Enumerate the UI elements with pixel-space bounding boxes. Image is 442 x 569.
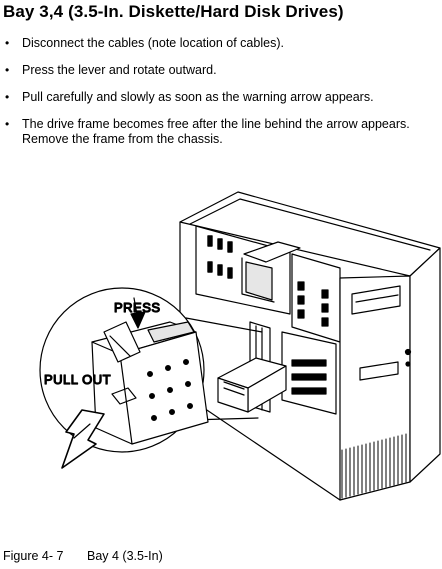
bullet-icon: • bbox=[5, 90, 10, 104]
front-grille bbox=[341, 433, 407, 499]
instruction-list: • Disconnect the cables (note location o… bbox=[0, 36, 442, 159]
instruction-step: • Press the lever and rotate outward. bbox=[0, 63, 442, 78]
figure-caption: Figure 4- 7 Bay 4 (3.5-In) bbox=[3, 549, 163, 563]
bullet-icon: • bbox=[5, 36, 10, 50]
drive-removal-illustration: PRESS PULL OUT bbox=[39, 191, 441, 501]
step-text: Disconnect the cables (note location of … bbox=[22, 36, 284, 50]
pull-out-label: PULL OUT bbox=[44, 372, 111, 387]
step-text: Pull carefully and slowly as soon as the… bbox=[22, 90, 374, 104]
detail-magnifier bbox=[39, 287, 263, 469]
rear-vent-slots bbox=[207, 235, 233, 279]
instruction-step: • Pull carefully and slowly as soon as t… bbox=[0, 90, 442, 105]
drive-frame bbox=[217, 357, 287, 413]
bracket-holes bbox=[147, 359, 194, 422]
instruction-step: • The drive frame becomes free after the… bbox=[0, 117, 442, 147]
bullet-icon: • bbox=[5, 63, 10, 77]
instruction-step: • Disconnect the cables (note location o… bbox=[0, 36, 442, 51]
computer-chassis bbox=[179, 191, 441, 501]
step-text: The drive frame becomes free after the l… bbox=[22, 117, 410, 131]
step-text-continued: Remove the frame from the chassis. bbox=[22, 132, 223, 146]
pull-out-arrow-icon bbox=[61, 409, 105, 469]
bullet-icon: • bbox=[5, 117, 10, 131]
expansion-slots bbox=[297, 281, 329, 327]
press-label: PRESS bbox=[114, 300, 161, 315]
press-arrow-icon bbox=[130, 297, 146, 329]
figure-caption-text: Bay 4 (3.5-In) bbox=[87, 549, 163, 563]
step-text: Press the lever and rotate outward. bbox=[22, 63, 217, 77]
page-title: Bay 3,4 (3.5-In. Diskette/Hard Disk Driv… bbox=[3, 2, 344, 21]
figure-number: Figure 4- 7 bbox=[3, 549, 64, 563]
